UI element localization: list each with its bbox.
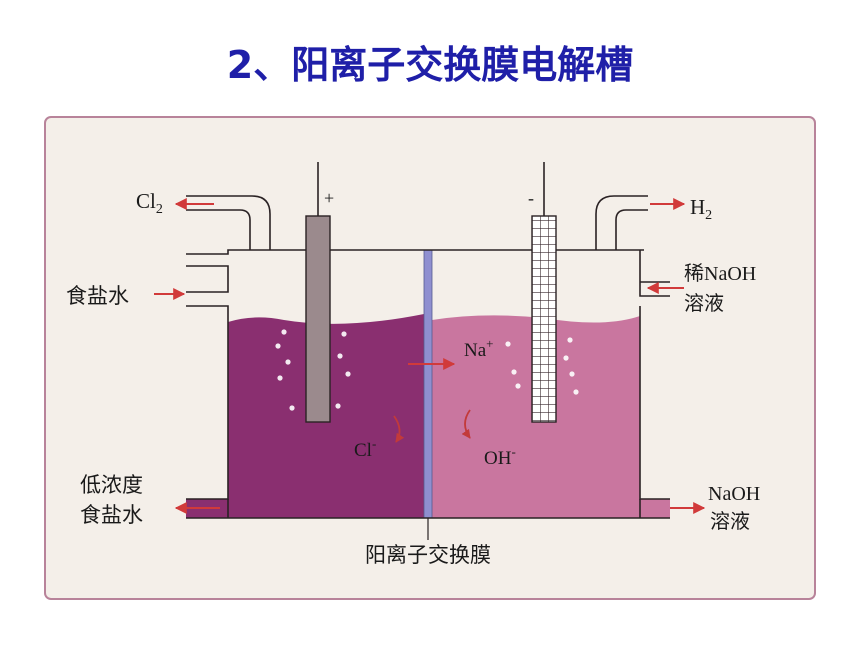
- anode-plus-label: +: [324, 188, 334, 208]
- low-brine-label-line1: 低浓度: [80, 473, 143, 497]
- brine-in-label: 食盐水: [66, 284, 129, 308]
- naoh-out-label-line1: NaOH: [708, 483, 760, 505]
- anode-electrode: [305, 215, 331, 423]
- cl-ion-label: Cl-: [354, 436, 376, 461]
- cathode-bubbles: [505, 337, 579, 395]
- cathode-electrode: [531, 215, 557, 423]
- cation-exchange-membrane: [423, 249, 433, 519]
- electrolysis-cell-diagram: Cl2 + - H2 食盐水 稀NaOH 溶液 Na+ Cl- OH- 低浓度 …: [44, 116, 816, 600]
- h2-outlet-pipe: [595, 195, 648, 250]
- naoh-out-label-line2: 溶液: [710, 510, 750, 533]
- anode-solution: [186, 314, 424, 518]
- anode-bubbles: [275, 329, 351, 411]
- dilute-naoh-label-line1: 稀NaOH: [684, 262, 756, 285]
- oh-ion-curve-arrow: [461, 409, 471, 439]
- cl2-outlet-pipe: [186, 195, 271, 250]
- cathode-minus-label: -: [528, 188, 534, 208]
- na-ion-label: Na+: [464, 336, 494, 361]
- dilute-naoh-label-line2: 溶液: [684, 292, 724, 315]
- page-title: 2、阳离子交换膜电解槽: [226, 43, 634, 87]
- oh-ion-label: OH-: [484, 444, 516, 469]
- membrane-label: 阳离子交换膜: [365, 543, 491, 567]
- cl2-label: Cl2: [136, 189, 163, 217]
- h2-label: H2: [690, 195, 712, 223]
- cl-ion-curve-arrow: [393, 415, 405, 443]
- low-brine-label-line2: 食盐水: [80, 503, 143, 527]
